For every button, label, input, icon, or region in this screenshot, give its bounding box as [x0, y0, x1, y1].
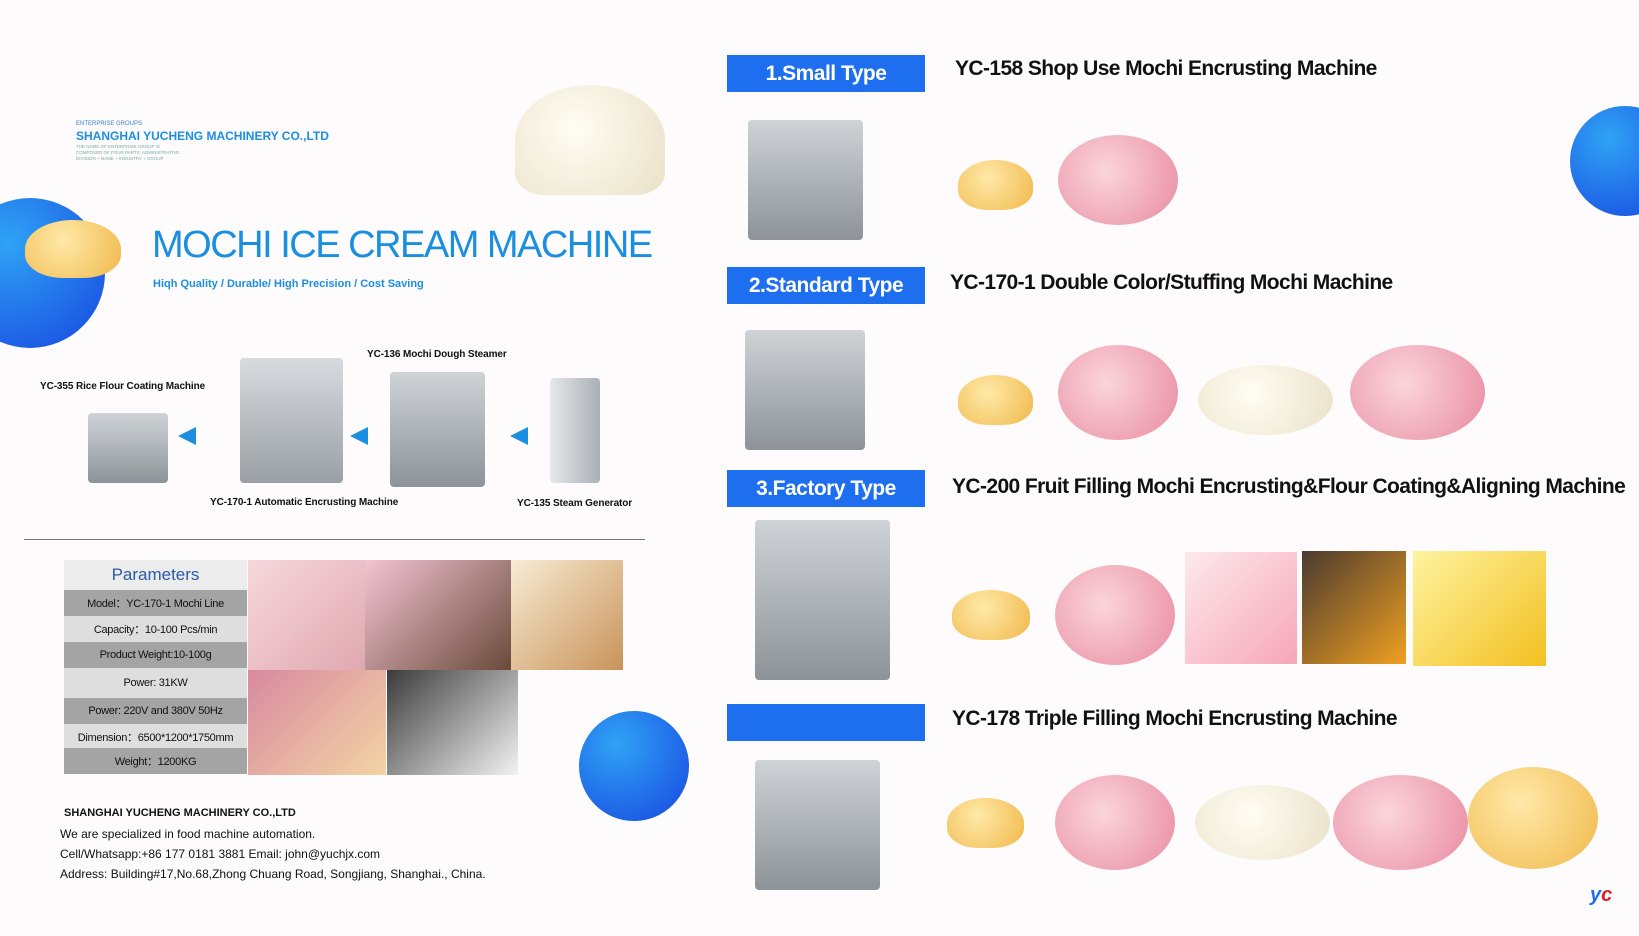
param-row: Capacity：10-100 Pcs/min	[64, 616, 247, 642]
type-standard-label: 2.Standard Type	[727, 267, 925, 304]
mochi-package-image	[1058, 135, 1178, 225]
brand-logo-icon: yc	[1590, 884, 1613, 906]
company-name: SHANGHAI YUCHENG MACHINERY CO.,LTD	[76, 129, 329, 143]
line-label-generator: YC-135 Steam Generator	[517, 498, 633, 509]
parameters-title: Parameters	[64, 560, 247, 590]
mochi-photo	[387, 670, 518, 775]
type-small-title: YC-158 Shop Use Mochi Encrusting Machine	[955, 57, 1377, 80]
mochi-image	[25, 220, 121, 278]
steam-generator-image	[550, 378, 600, 483]
contact-address: Address: Building#17,No.68,Zhong Chuang …	[60, 867, 486, 881]
mango-mochi-photo	[1413, 551, 1546, 666]
mochi-ice-cream-photo	[515, 85, 665, 195]
param-row: Model：YC-170-1 Mochi Line	[64, 590, 247, 616]
contact-intro: We are specialized in food machine autom…	[60, 827, 316, 841]
line-label-coating: YC-355 Rice Flour Coating Machine	[40, 381, 206, 392]
param-row: Product Weight:10-100g	[64, 642, 247, 668]
mochi-image	[958, 375, 1033, 425]
pink-mochi-image	[1350, 345, 1485, 440]
type-standard-title: YC-170-1 Double Color/Stuffing Mochi Mac…	[950, 271, 1393, 294]
decor-circle	[1570, 106, 1639, 216]
mochi-photo	[511, 560, 623, 670]
stuffed-mochi-image	[1198, 365, 1333, 435]
line-label-encrusting: YC-170-1 Automatic Encrusting Machine	[210, 497, 399, 508]
arrow-left-icon	[510, 427, 528, 445]
mochi-photo	[365, 560, 511, 670]
mochi-photo	[248, 560, 365, 670]
arrow-left-icon	[178, 427, 196, 445]
param-row: Dimension：6500*1200*1750mm	[64, 724, 247, 750]
hero-title: MOCHI ICE CREAM MACHINE	[152, 224, 653, 266]
type-factory-title: YC-200 Fruit Filling Mochi Encrusting&Fl…	[952, 475, 1626, 498]
type-triple-label	[727, 704, 925, 741]
yc-158-machine-image	[748, 120, 863, 240]
type-triple-title: YC-178 Triple Filling Mochi Encrusting M…	[952, 707, 1398, 730]
param-row: Weight：1200KG	[64, 748, 247, 774]
company-tagline: THE NAME OF ENTERPRISE GROUP IS COMPOSED…	[76, 144, 180, 161]
param-row: Power: 31KW	[64, 668, 247, 698]
yc-200-machine-image	[755, 520, 890, 680]
mango-mochi-photo	[1185, 552, 1297, 664]
pink-mochi-image	[1333, 775, 1468, 870]
mango-mochi-cut-image	[1468, 767, 1598, 869]
type-factory-label: 3.Factory Type	[727, 470, 925, 507]
yc-178-machine-image	[755, 760, 880, 890]
mochi-image	[958, 160, 1033, 210]
yc-170-1-machine-image	[745, 330, 865, 450]
type-small-label: 1.Small Type	[727, 55, 925, 92]
mango-mochi-photo	[1302, 551, 1406, 664]
stuffed-mochi-image	[1195, 785, 1330, 860]
mochi-package-image	[1055, 565, 1175, 665]
steamer-image	[390, 372, 485, 487]
decor-circle	[579, 711, 689, 821]
contact-company: SHANGHAI YUCHENG MACHINERY CO.,LTD	[64, 807, 296, 819]
coating-machine-image	[88, 413, 168, 483]
encrusting-machine-image	[240, 358, 343, 483]
mochi-photo	[248, 670, 386, 775]
mochi-package-image	[1058, 345, 1178, 440]
mochi-image	[952, 590, 1030, 640]
contact-phone-email: Cell/Whatsapp:+86 177 0181 3881 Email: j…	[60, 847, 381, 861]
mochi-package-image	[1055, 775, 1175, 870]
hero-subtitle: Hiqh Quality / Durable/ High Precision /…	[153, 278, 424, 290]
company-group-label: ENTERPRISE GROUPS	[76, 121, 143, 127]
divider	[24, 539, 645, 540]
param-row: Power: 220V and 380V 50Hz	[64, 698, 247, 724]
arrow-left-icon	[350, 427, 368, 445]
mochi-image	[947, 798, 1024, 848]
line-label-steamer: YC-136 Mochi Dough Steamer	[367, 349, 507, 360]
